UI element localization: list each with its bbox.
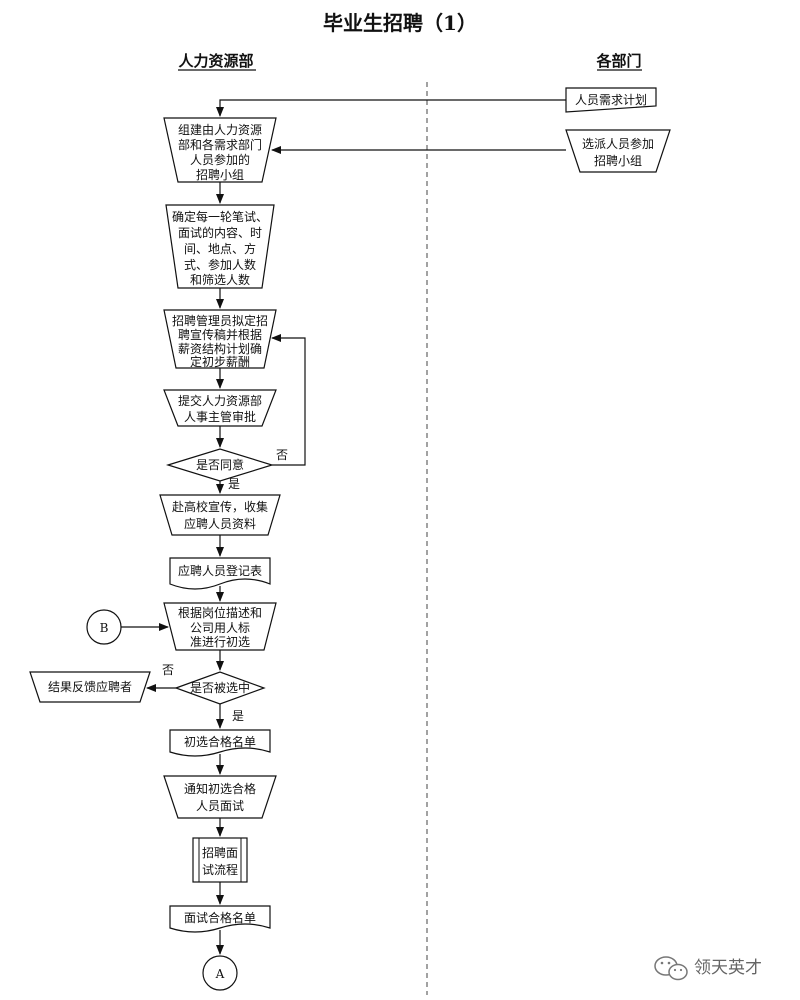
node-initial-pass-list: 初选合格名单 (169, 729, 271, 757)
svg-text:准进行初选: 准进行初选 (190, 635, 250, 649)
svg-text:应聘人员资料: 应聘人员资料 (184, 516, 256, 531)
svg-text:招聘小组: 招聘小组 (594, 154, 642, 168)
svg-text:式、参加人数: 式、参加人数 (184, 257, 256, 272)
lane-dept-label: 各部门 (595, 52, 641, 70)
svg-text:组建由人力资源: 组建由人力资源 (178, 123, 262, 137)
svg-text:应聘人员登记表: 应聘人员登记表 (178, 563, 262, 578)
node-interview-pass-list: 面试合格名单 (169, 905, 271, 933)
svg-text:招聘小组: 招聘小组 (196, 168, 244, 182)
svg-text:B: B (100, 621, 109, 635)
svg-text:定初步薪酬: 定初步薪酬 (190, 354, 250, 369)
edge-need-to-team (216, 99, 566, 117)
watermark: 领天英才 (654, 956, 762, 981)
edge-d1-no-loop (271, 334, 306, 466)
node-draft-recruit-ad: 招聘管理员拟定招 聘宣传稿并根据 薪资结构计划确 定初步薪酬 (163, 309, 277, 369)
watermark-text: 领天英才 (694, 958, 762, 978)
svg-text:初选合格名单: 初选合格名单 (184, 734, 256, 749)
node-submit-approval: 提交人力资源部 人事主管审批 (163, 389, 277, 427)
label-d1-yes: 是 (228, 477, 240, 491)
node-dept-assign-staff: 选派人员参加 招聘小组 (565, 129, 671, 173)
svg-text:和筛选人数: 和筛选人数 (190, 272, 250, 287)
node-form-recruit-team: 组建由人力资源 部和各需求部门 人员参加的 招聘小组 (163, 117, 277, 183)
svg-text:是否同意: 是否同意 (196, 457, 244, 472)
svg-text:是否被选中: 是否被选中 (190, 680, 250, 695)
node-define-exam-plan: 确定每一轮笔试、 面试的内容、时 间、地点、方 式、参加人数 和筛选人数 (165, 204, 275, 289)
svg-text:面试合格名单: 面试合格名单 (184, 910, 256, 925)
svg-text:招聘面: 招聘面 (202, 846, 238, 860)
svg-text:聘宣传稿并根据: 聘宣传稿并根据 (178, 327, 262, 342)
decision-approved: 是否同意 (165, 448, 275, 482)
decision-selected: 是否被选中 (174, 671, 266, 705)
node-applicant-register: 应聘人员登记表 (169, 557, 271, 590)
page-title: 毕业生招聘（1） (323, 11, 477, 35)
label-d2-yes: 是 (232, 709, 244, 723)
connector-a: A (202, 955, 238, 991)
connector-b: B (86, 609, 122, 645)
svg-text:人员需求计划: 人员需求计划 (575, 93, 647, 107)
node-interview-process: 招聘面 试流程 (192, 837, 248, 883)
svg-text:根据岗位描述和: 根据岗位描述和 (178, 605, 262, 620)
svg-text:选派人员参加: 选派人员参加 (582, 136, 654, 151)
svg-text:试流程: 试流程 (202, 862, 238, 877)
svg-text:A: A (215, 967, 225, 981)
node-campus-promotion: 赴高校宣传，收集 应聘人员资料 (159, 494, 281, 536)
svg-text:确定每一轮笔试、: 确定每一轮笔试、 (172, 209, 268, 224)
label-d2-no: 否 (162, 663, 174, 677)
svg-text:面试的内容、时: 面试的内容、时 (178, 225, 262, 240)
node-feedback-applicant: 结果反馈应聘者 (29, 671, 151, 703)
svg-text:招聘管理员拟定招: 招聘管理员拟定招 (172, 313, 268, 328)
svg-text:人事主管审批: 人事主管审批 (184, 409, 256, 424)
node-initial-screening: 根据岗位描述和 公司用人标 准进行初选 (163, 602, 277, 651)
svg-text:通知初选合格: 通知初选合格 (184, 781, 256, 796)
svg-text:赴高校宣传，收集: 赴高校宣传，收集 (172, 499, 268, 514)
svg-text:间、地点、方: 间、地点、方 (184, 241, 256, 256)
lane-hr-label: 人力资源部 (178, 52, 253, 70)
svg-text:部和各需求部门: 部和各需求部门 (178, 137, 262, 152)
svg-text:人员参加的: 人员参加的 (190, 152, 250, 167)
svg-text:人员面试: 人员面试 (196, 798, 244, 813)
svg-text:结果反馈应聘者: 结果反馈应聘者 (48, 679, 132, 694)
svg-text:公司用人标: 公司用人标 (190, 621, 250, 635)
label-d1-no: 否 (276, 448, 288, 462)
node-notify-interview: 通知初选合格 人员面试 (163, 775, 277, 819)
svg-text:提交人力资源部: 提交人力资源部 (178, 393, 262, 408)
svg-text:薪资结构计划确: 薪资结构计划确 (178, 341, 262, 356)
node-personnel-demand: 人员需求计划 (565, 87, 657, 113)
wechat-icon (654, 956, 688, 981)
